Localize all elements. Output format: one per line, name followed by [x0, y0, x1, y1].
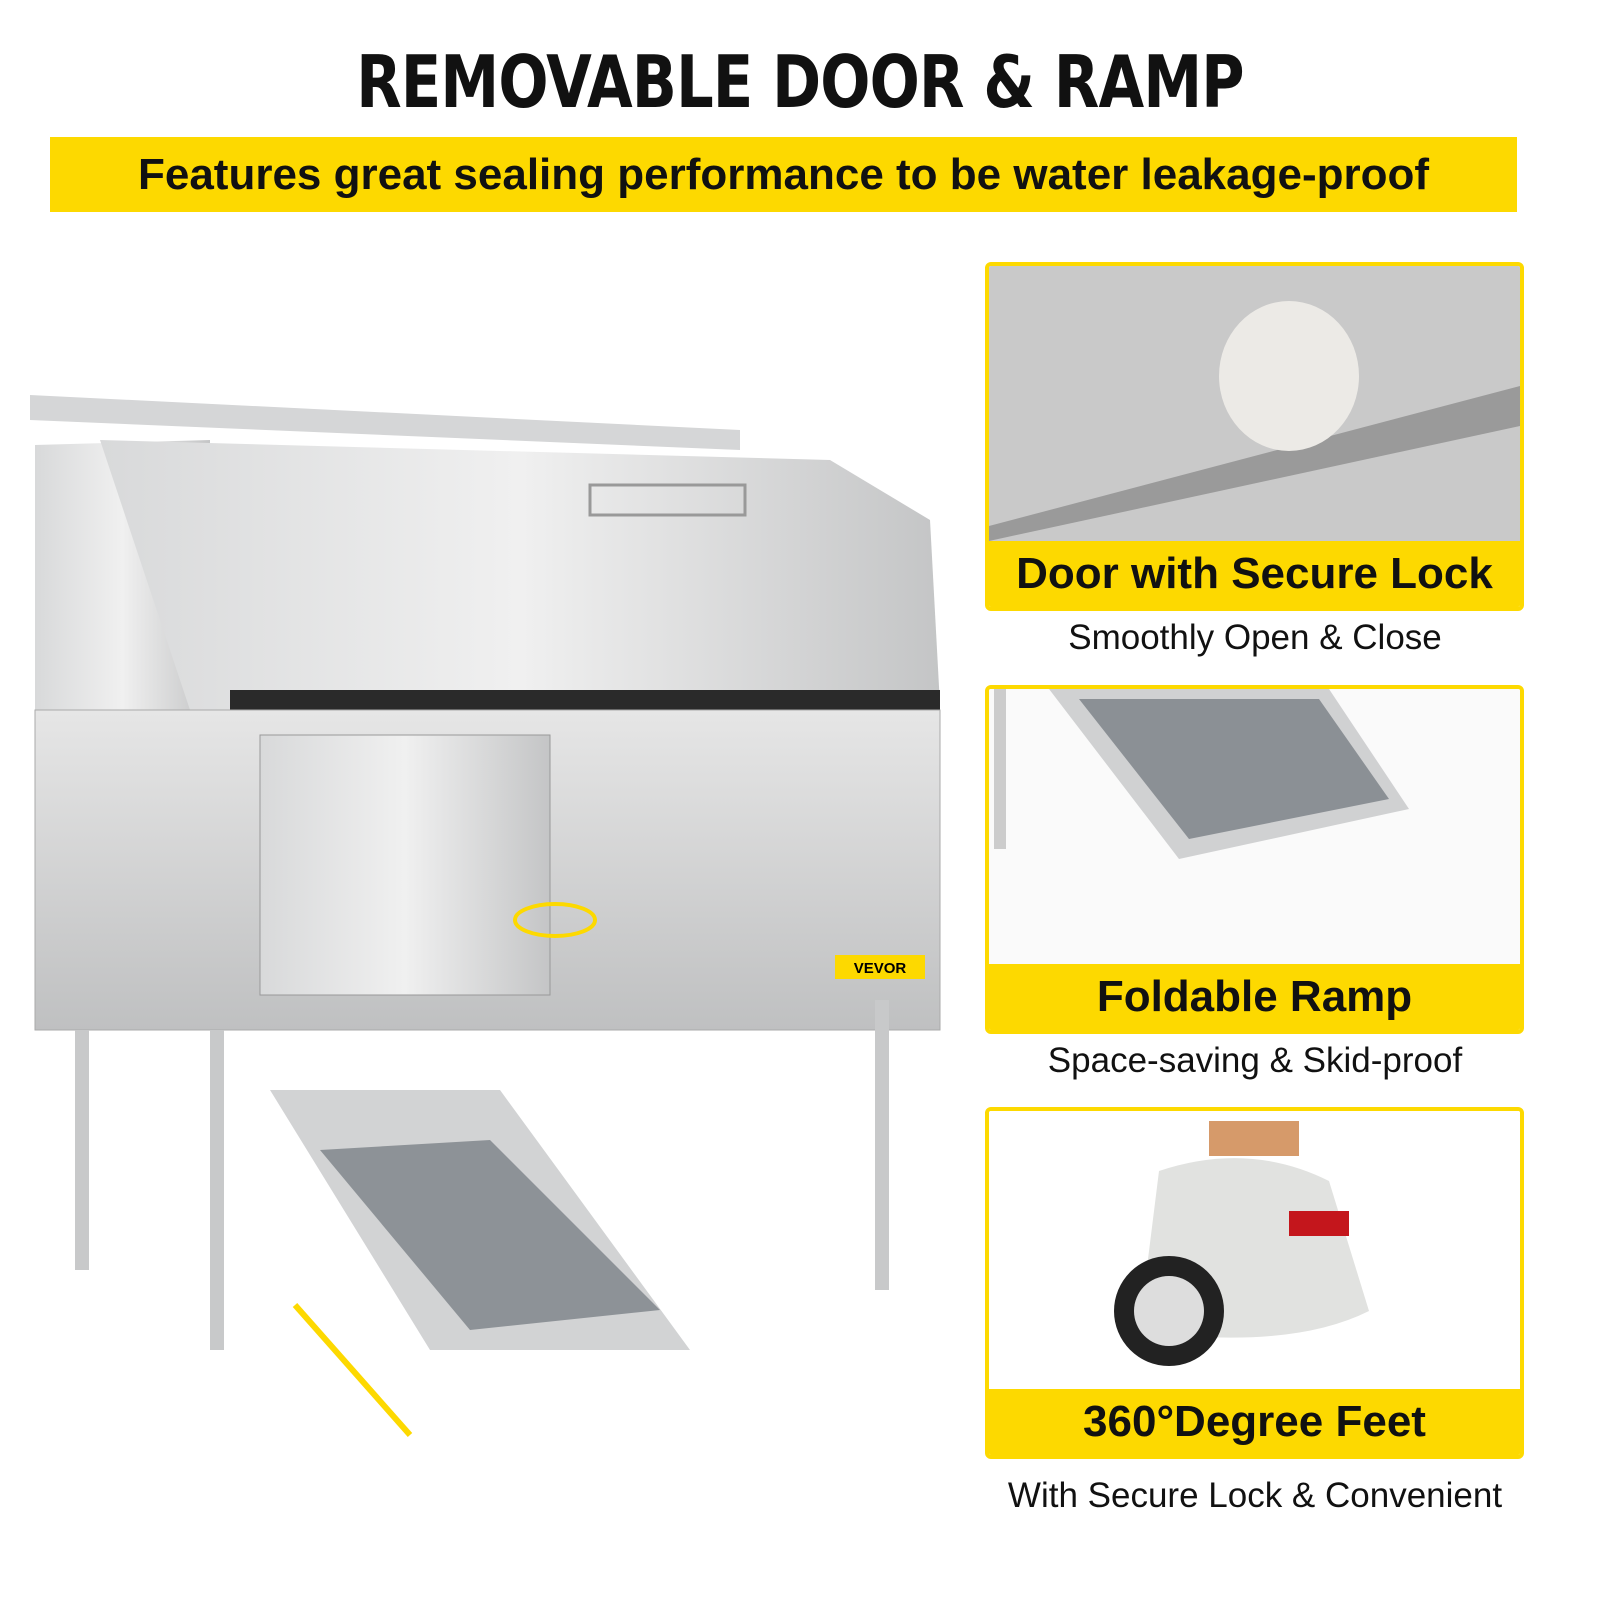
door-roller-closeup-image [989, 266, 1520, 541]
feature-panel-ramp: Foldable Ramp [985, 685, 1524, 1034]
feature-label: 360°Degree Feet [989, 1389, 1520, 1455]
feature-panel-door-lock: Door with Secure Lock [985, 262, 1524, 611]
feature-caption: Smoothly Open & Close [1068, 618, 1442, 657]
backsplash [30, 395, 740, 450]
feature-label: Foldable Ramp [989, 964, 1520, 1030]
feature-caption: Space-saving & Skid-proof [1047, 1041, 1463, 1080]
leveling-caster-closeup-image [989, 1111, 1520, 1391]
feature-panel-feet: 360°Degree Feet [985, 1107, 1524, 1459]
removable-door [259, 734, 551, 996]
vevor-logo: VEVOR [854, 960, 907, 977]
feature-caption: With Secure Lock & Convenient [1007, 1476, 1503, 1515]
feature-label: Door with Secure Lock [989, 541, 1520, 607]
ramp-closeup-image [989, 689, 1520, 964]
page-title: REMOVABLE DOOR & RAMP [356, 40, 1244, 124]
feature-banner: Features great sealing performance to be… [50, 137, 1517, 212]
dog-grooming-tub-image: VEVOR [30, 395, 941, 1437]
